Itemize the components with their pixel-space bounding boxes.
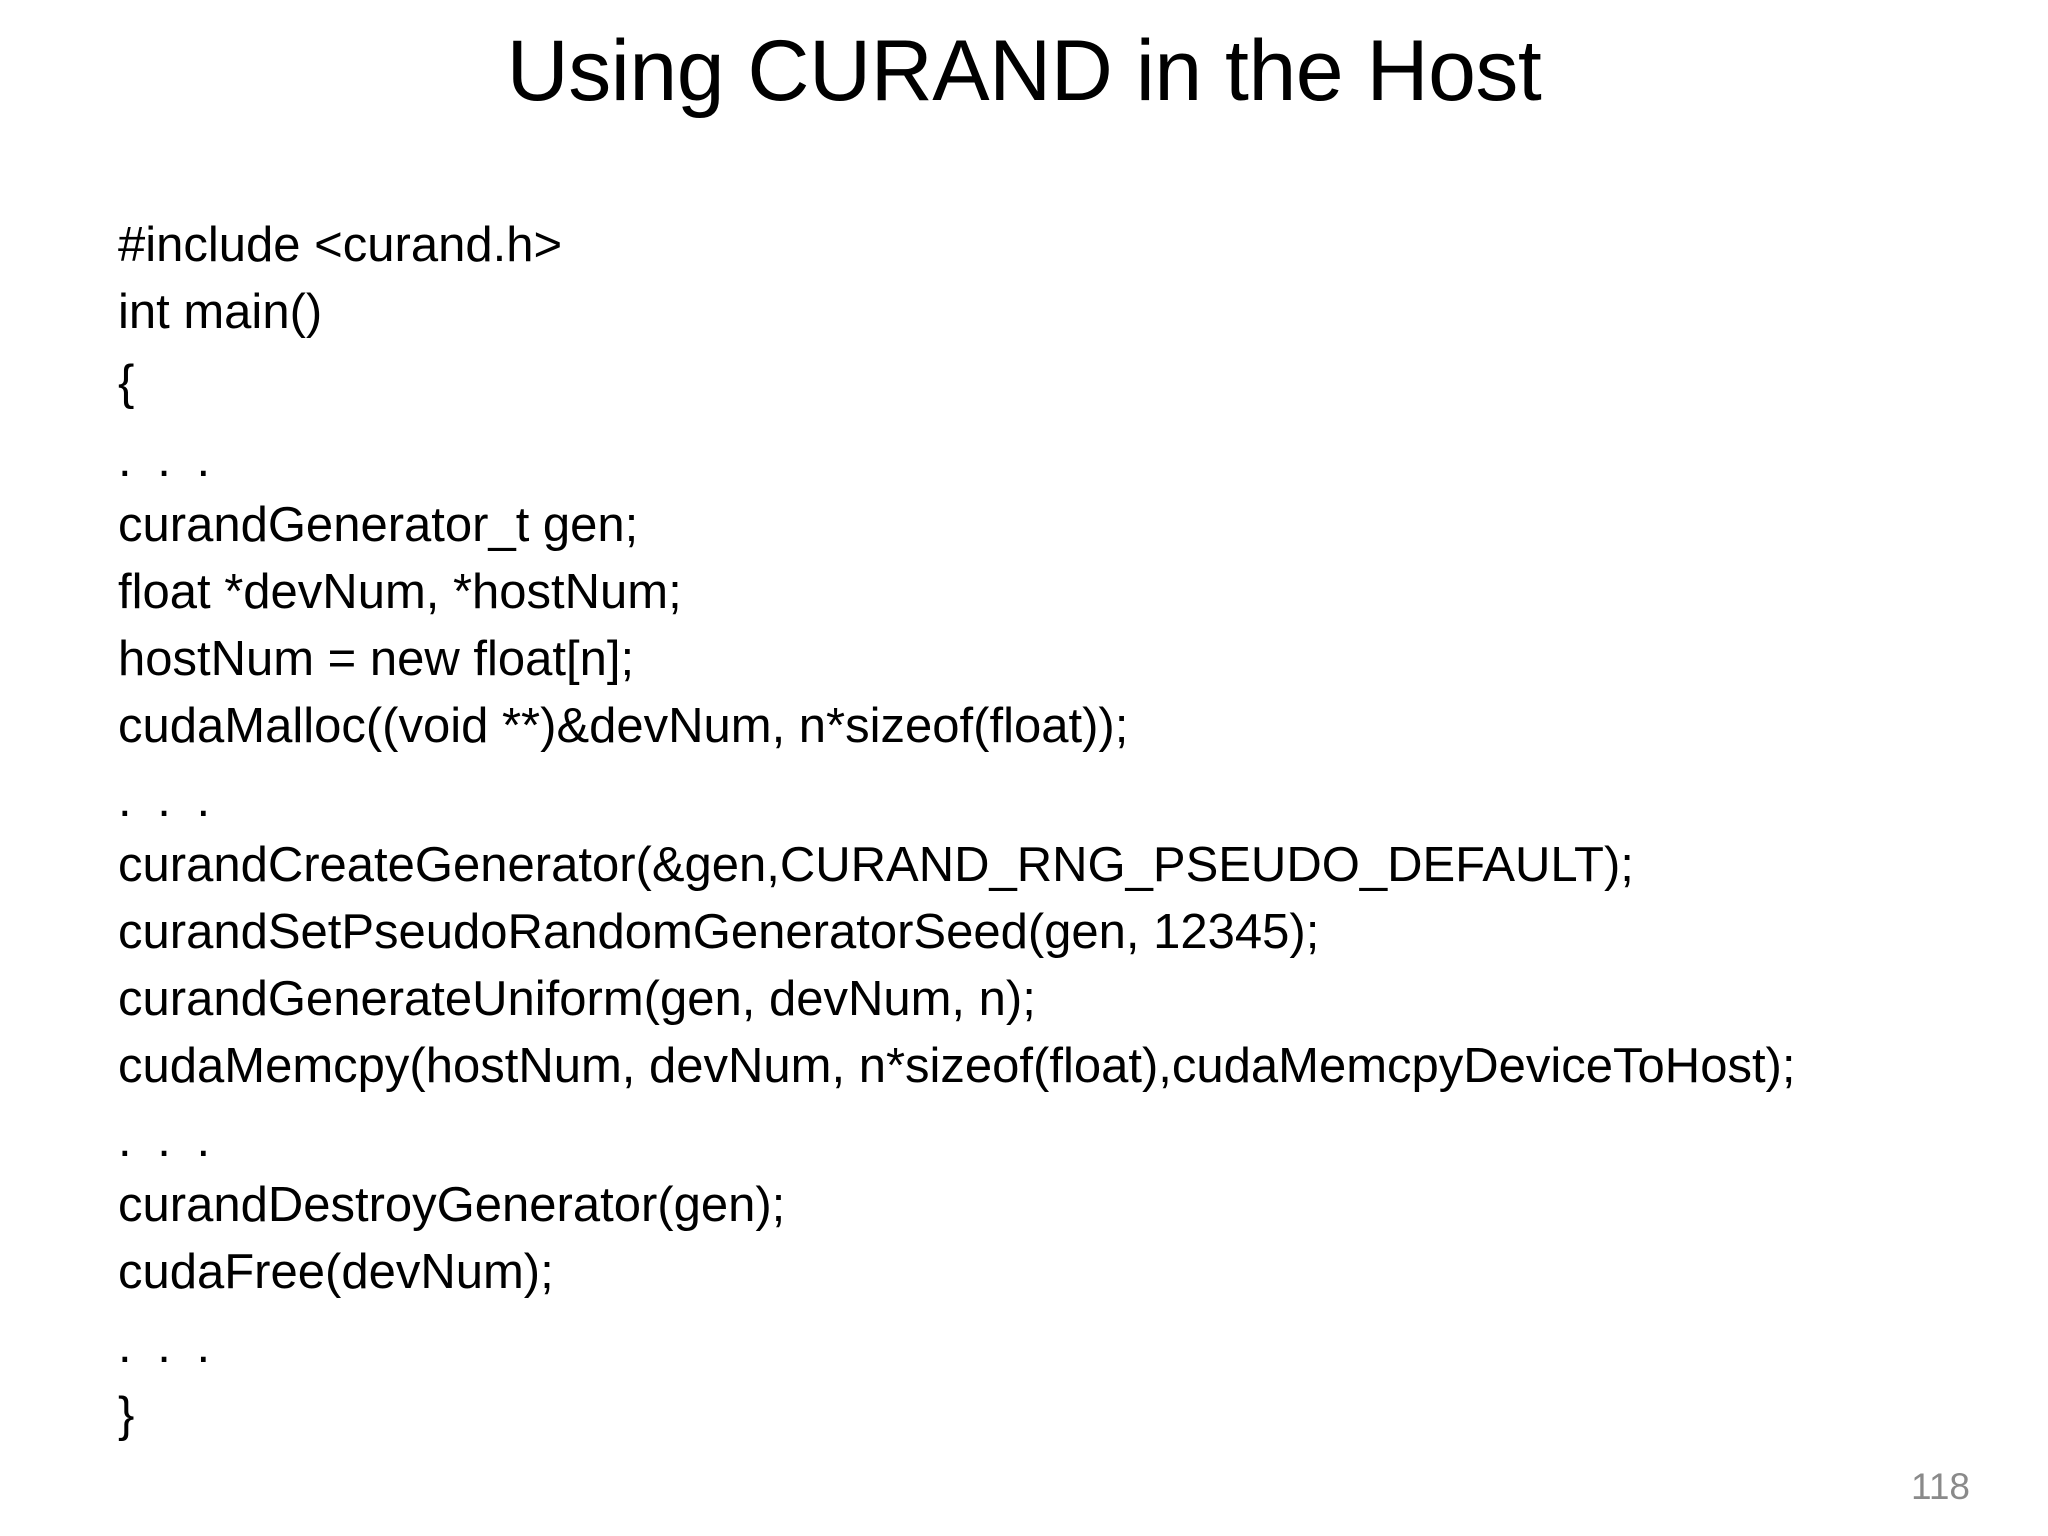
code-line-ellipsis: . . .: [118, 773, 217, 827]
code-line: float *devNum, *hostNum;: [118, 565, 682, 619]
code-line-ellipsis: . . .: [118, 433, 217, 487]
code-line-ellipsis: . . .: [118, 1113, 217, 1167]
code-line: cudaMalloc((void **)&devNum, n*sizeof(fl…: [118, 699, 1129, 753]
code-line: #include <curand.h>: [118, 218, 563, 272]
code-line: }: [118, 1388, 135, 1442]
code-line-ellipsis: . . .: [118, 1319, 217, 1373]
code-line: int main(): [118, 285, 323, 339]
code-line: curandSetPseudoRandomGeneratorSeed(gen, …: [118, 905, 1320, 959]
page-title: Using CURAND in the Host: [506, 23, 1542, 119]
code-line: cudaMemcpy(hostNum, devNum, n*sizeof(flo…: [118, 1039, 1796, 1093]
code-line: curandCreateGenerator(&gen,CURAND_RNG_PS…: [118, 838, 1634, 892]
code-line: curandDestroyGenerator(gen);: [118, 1178, 786, 1232]
page-number: 118: [1911, 1466, 1970, 1507]
code-block: #include <curand.h> int main() { . . . curan…: [118, 212, 1998, 1452]
code-line: curandGenerator_t gen;: [118, 498, 639, 552]
code-line: cudaFree(devNum);: [118, 1245, 554, 1299]
code-line: curandGenerateUniform(gen, devNum, n);: [118, 972, 1036, 1026]
code-line: {: [118, 356, 135, 410]
code-line: hostNum = new float[n];: [118, 632, 635, 686]
